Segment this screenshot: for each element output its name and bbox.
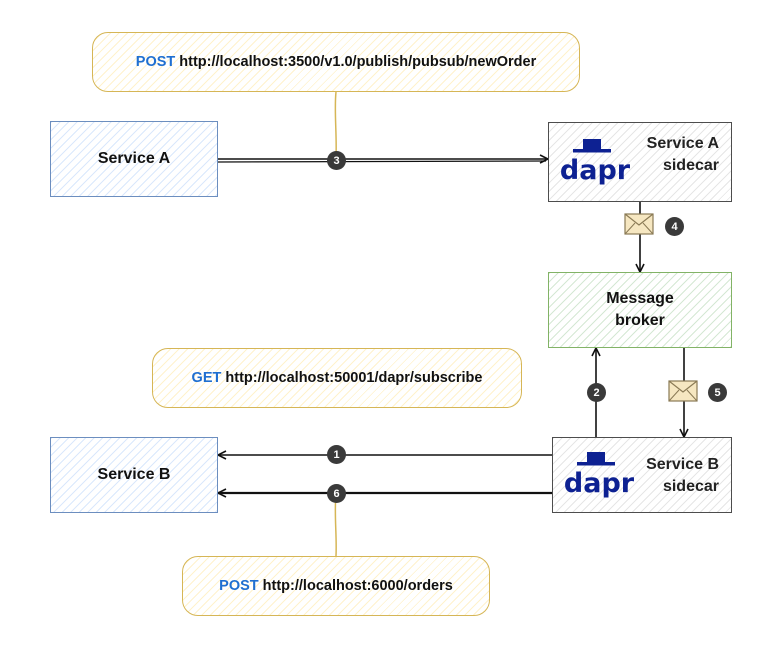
dapr-logo-text: dapr bbox=[564, 468, 635, 498]
service-b-sidecar-box: dapr Service B sidecar bbox=[552, 437, 732, 513]
publish-method: POST bbox=[135, 54, 176, 70]
service-b-sidecar-line2: sidecar bbox=[662, 478, 719, 495]
publish-annotation: POST http://localhost:3500/v1.0/publish/… bbox=[92, 32, 580, 92]
service-a-sidecar-line1: Service A bbox=[646, 135, 719, 152]
service-b-sidecar-line1: Service B bbox=[646, 456, 719, 473]
service-a-sidecar-label: Service A sidecar bbox=[647, 133, 719, 177]
deliver-url: http://localhost:6000/orders bbox=[262, 578, 453, 594]
service-a-label: Service A bbox=[97, 150, 171, 167]
publish-annotation-text: POST http://localhost:3500/v1.0/publish/… bbox=[136, 54, 536, 70]
service-b-label: Service B bbox=[97, 466, 171, 483]
subscribe-annotation: GET http://localhost:50001/dapr/subscrib… bbox=[152, 348, 522, 408]
step-badge-3: 3 bbox=[327, 151, 346, 170]
subscribe-method: GET bbox=[191, 370, 222, 386]
step-badge-2: 2 bbox=[587, 383, 606, 402]
deliver-method: POST bbox=[219, 578, 259, 594]
subscribe-url: http://localhost:50001/dapr/subscribe bbox=[225, 370, 483, 386]
broker-line2: broker bbox=[615, 312, 665, 329]
envelope-icon bbox=[668, 380, 698, 402]
subscribe-annotation-text: GET http://localhost:50001/dapr/subscrib… bbox=[192, 370, 483, 386]
broker-line1: Message bbox=[606, 290, 674, 307]
dapr-logo-icon: dapr bbox=[560, 139, 631, 185]
publish-url: http://localhost:3500/v1.0/publish/pubsu… bbox=[179, 54, 537, 70]
step-badge-5: 5 bbox=[708, 383, 727, 402]
deliver-annotation-text: POST http://localhost:6000/orders bbox=[219, 578, 453, 594]
envelope-icon bbox=[624, 213, 654, 235]
service-a-box: Service A bbox=[50, 121, 218, 197]
service-b-box: Service B bbox=[50, 437, 218, 513]
step-badge-1: 1 bbox=[327, 445, 346, 464]
deliver-annotation: POST http://localhost:6000/orders bbox=[182, 556, 490, 616]
dapr-logo-icon: dapr bbox=[564, 452, 635, 498]
service-a-sidecar-line2: sidecar bbox=[662, 157, 719, 174]
service-b-sidecar-label: Service B sidecar bbox=[646, 454, 719, 498]
step-badge-4: 4 bbox=[665, 217, 684, 236]
message-broker-box: Message broker bbox=[548, 272, 732, 348]
dapr-logo-text: dapr bbox=[560, 155, 631, 185]
publish-leader-line bbox=[334, 91, 337, 158]
service-a-sidecar-box: dapr Service A sidecar bbox=[548, 122, 732, 202]
step-badge-6: 6 bbox=[327, 484, 346, 503]
